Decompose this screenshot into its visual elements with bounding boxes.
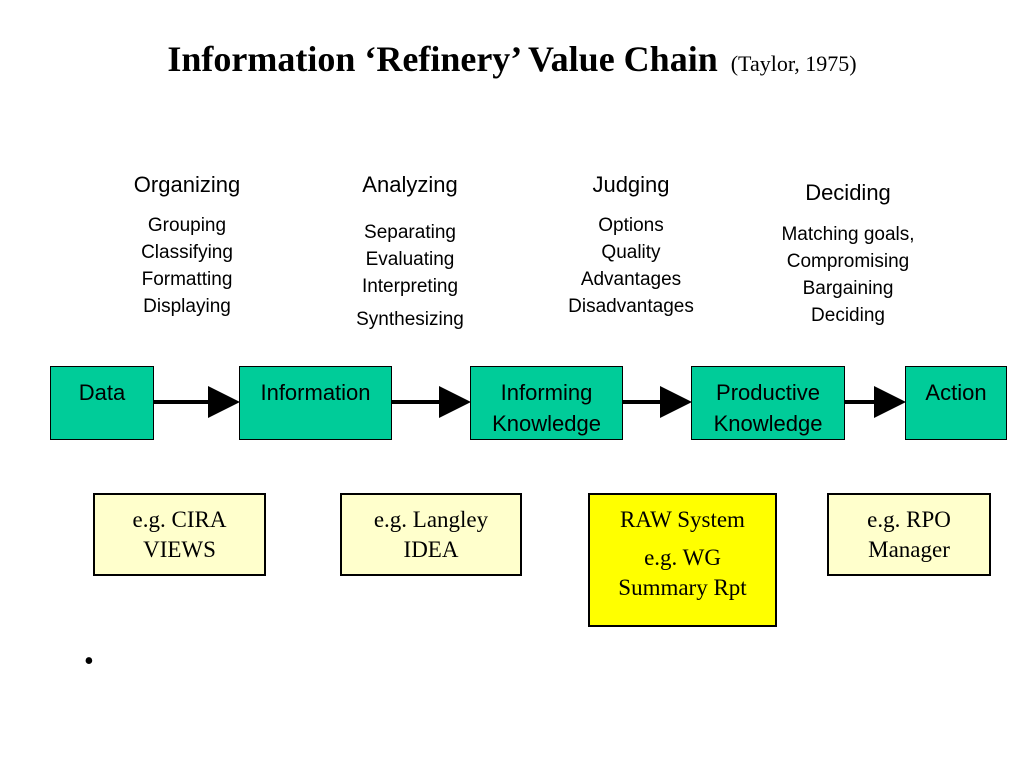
stage-item: Grouping xyxy=(147,215,227,236)
stage-list-analyzing: Separating Evaluating Interpreting Synth… xyxy=(325,219,495,333)
bullet-point: • xyxy=(84,646,94,677)
node-label-line2: Knowledge xyxy=(713,411,823,436)
stage-heading-deciding: Deciding xyxy=(805,180,891,205)
stage-item: Displaying xyxy=(143,296,231,317)
node-label: Data xyxy=(78,380,126,405)
stage-item: Evaluating xyxy=(365,249,455,270)
example-line2: VIEWS xyxy=(143,537,216,562)
page-title: Information ‘Refinery’ Value Chain (Tayl… xyxy=(0,38,1024,80)
example-box-rpo: e.g. RPO Manager xyxy=(827,493,991,576)
stage-item: Advantages xyxy=(580,269,682,290)
title-main: Information ‘Refinery’ Value Chain xyxy=(167,39,718,79)
stage-item: Formatting xyxy=(141,269,233,290)
node-label-line1: Informing xyxy=(500,380,593,405)
stage-list-deciding: Matching goals, Compromising Bargaining … xyxy=(748,221,948,329)
example-box-langley: e.g. Langley IDEA xyxy=(340,493,522,576)
node-informing-knowledge: Informing Knowledge xyxy=(470,366,623,440)
example-line3: Summary Rpt xyxy=(618,575,747,600)
example-line2: Manager xyxy=(868,537,950,562)
stage-heading-organizing: Organizing xyxy=(133,172,241,197)
example-line1: e.g. CIRA xyxy=(132,507,227,532)
stage-item: Disadvantages xyxy=(568,296,694,317)
stage-list-judging: Options Quality Advantages Disadvantages xyxy=(541,212,721,320)
example-box-raw-system: RAW System e.g. WG Summary Rpt xyxy=(588,493,777,627)
example-line1: RAW System xyxy=(620,507,745,532)
stage-item: Interpreting xyxy=(361,276,459,297)
stage-list-organizing: Grouping Classifying Formatting Displayi… xyxy=(102,212,272,320)
node-productive-knowledge: Productive Knowledge xyxy=(691,366,845,440)
node-action: Action xyxy=(905,366,1007,440)
stage-item: Bargaining xyxy=(802,278,894,299)
node-label: Action xyxy=(925,380,987,405)
example-line2: e.g. WG xyxy=(644,545,721,570)
stage-item: Deciding xyxy=(811,305,885,326)
title-citation: (Taylor, 1975) xyxy=(730,51,857,76)
stage-item: Compromising xyxy=(786,251,910,272)
stage-item: Matching goals, xyxy=(781,224,915,245)
stage-heading-judging: Judging xyxy=(592,172,670,197)
stage-heading-analyzing: Analyzing xyxy=(362,172,458,197)
stage-item: Quality xyxy=(601,242,661,263)
node-label-line2: Knowledge xyxy=(492,411,601,436)
example-line2: IDEA xyxy=(403,537,459,562)
node-label-line1: Productive xyxy=(716,380,820,405)
stage-item: Synthesizing xyxy=(356,309,464,330)
example-box-cira: e.g. CIRA VIEWS xyxy=(93,493,266,576)
node-label: Information xyxy=(260,380,371,405)
node-information: Information xyxy=(239,366,392,440)
node-data: Data xyxy=(50,366,154,440)
example-line1: e.g. RPO xyxy=(867,507,951,532)
stage-item: Separating xyxy=(364,222,456,243)
stage-item: Options xyxy=(598,215,664,236)
stage-item: Classifying xyxy=(141,242,233,263)
example-line1: e.g. Langley xyxy=(373,507,489,532)
